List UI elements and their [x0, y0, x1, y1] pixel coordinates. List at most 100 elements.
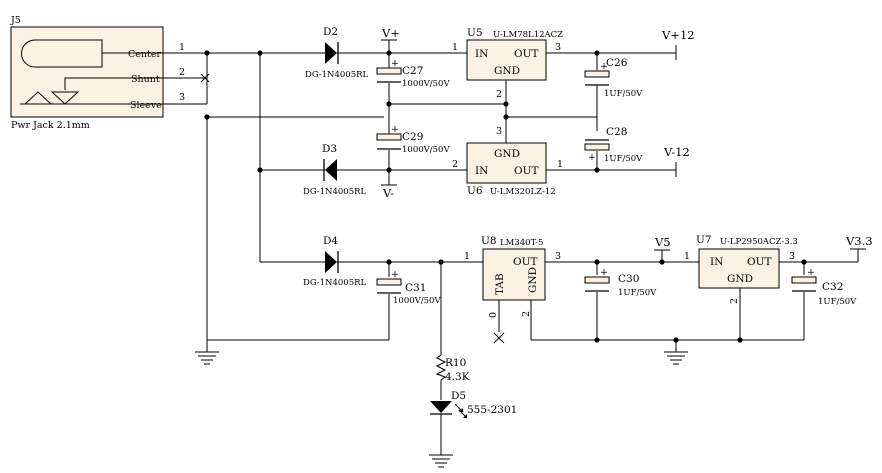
- diode-d4-value: DG-1N4005RL: [303, 278, 367, 288]
- regulator-u7-ref: U7: [696, 234, 712, 246]
- capacitor-c28-ref: C28: [606, 126, 627, 138]
- regulator-u8-pin-in: 1: [464, 251, 470, 262]
- resistor-r10-value: 4.3K: [445, 371, 470, 383]
- regulator-u8-gnd: GND: [527, 267, 539, 293]
- net-label-vplus: V+: [381, 26, 400, 40]
- connector-j5: J5 Pwr Jack 2.1mm Center Shunt Sleeve 1 …: [10, 15, 210, 131]
- diode-d4-symbol: [325, 251, 337, 273]
- diode-d3: D3 DG-1N4005RL: [303, 143, 367, 197]
- ground-symbol-3: [429, 454, 453, 468]
- capacitor-c30-ref: C30: [618, 273, 639, 285]
- regulator-u6-in: IN: [475, 165, 488, 177]
- regulator-u5-pin-in: 1: [452, 42, 458, 53]
- capacitor-c27: + C27 1000V/50V: [376, 58, 450, 89]
- capacitor-c28: + C28 1UF/50V: [584, 126, 643, 164]
- pin-num-2: 2: [179, 67, 185, 78]
- regulator-u6-gnd: GND: [494, 148, 520, 160]
- junction-dots: [204, 50, 807, 343]
- regulator-u7-out: OUT: [747, 256, 771, 268]
- capacitor-c28-value: 1UF/50V: [604, 154, 643, 164]
- svg-text:+: +: [391, 269, 399, 280]
- connector-body: [10, 26, 164, 118]
- net-labels: V+ V- V+12 V-12 V5 V3.3: [381, 26, 873, 251]
- svg-text:+: +: [807, 267, 815, 278]
- regulator-u8-out: OUT: [513, 256, 537, 268]
- diode-d2-symbol: [325, 42, 337, 64]
- capacitor-c32-value: 1UF/50V: [818, 297, 857, 307]
- regulator-u7-pin-in: 1: [684, 251, 690, 262]
- regulator-u8: U8 LM340T-5 OUT TAB GND 1 3 0 2: [464, 235, 561, 318]
- pin-label-sleeve: Sleeve: [130, 100, 162, 111]
- regulator-u7-body: [698, 248, 780, 289]
- diode-d4-ref: D4: [323, 235, 338, 247]
- svg-text:+: +: [391, 58, 399, 69]
- regulator-u6-ref: U6: [467, 185, 483, 197]
- diode-d3-symbol: [325, 159, 337, 181]
- capacitor-c30-value: 1UF/50V: [618, 288, 657, 298]
- regulator-u5: U5 U-LM78L12ACZ IN OUT GND 1 3 2: [452, 27, 563, 100]
- regulator-u6-pin-in: 2: [452, 159, 458, 170]
- regulator-u5-in: IN: [475, 48, 488, 60]
- net-label-v5: V5: [654, 235, 671, 249]
- regulator-u6-body: [466, 142, 547, 184]
- svg-text:+: +: [588, 152, 596, 163]
- capacitor-c31-value: 1000V/50V: [393, 296, 441, 306]
- connector-ref: J5: [10, 15, 21, 26]
- regulator-u5-body: [466, 39, 547, 81]
- led-d5: D5 555-2301: [430, 390, 517, 419]
- regulator-u6-pin-gnd: 3: [496, 126, 502, 137]
- capacitor-c27-value: 1000V/50V: [402, 79, 450, 89]
- pin-label-center: Center: [128, 49, 161, 60]
- diode-d3-ref: D3: [322, 143, 337, 155]
- diode-d3-value: DG-1N4005RL: [303, 187, 367, 197]
- pin-num-3: 3: [179, 92, 185, 103]
- capacitor-c26: + C26 1UF/50V: [584, 57, 643, 99]
- capacitor-c27-ref: C27: [402, 65, 423, 77]
- regulator-u7-gnd: GND: [727, 273, 753, 285]
- wires: [165, 40, 859, 455]
- regulator-u5-value: U-LM78L12ACZ: [493, 30, 563, 40]
- svg-text:+: +: [600, 61, 608, 72]
- net-label-v33: V3.3: [845, 234, 873, 248]
- diode-d2-value: DG-1N4005RL: [305, 70, 369, 80]
- capacitor-c26-value: 1UF/50V: [604, 89, 643, 99]
- resistor-r10-ref: R10: [445, 357, 466, 369]
- net-label-vminus: V-: [382, 186, 394, 200]
- led-d5-value: 555-2301: [467, 404, 517, 416]
- regulator-u8-value: LM340T-5: [500, 238, 543, 248]
- regulator-u7-in: IN: [710, 256, 723, 268]
- ground-symbol-2: [664, 351, 688, 365]
- pin-num-1: 1: [179, 42, 185, 53]
- regulator-u8-pin-tab: 0: [488, 312, 499, 318]
- ground-symbol-1: [195, 340, 219, 365]
- svg-text:+: +: [391, 124, 399, 135]
- capacitor-c31-ref: C31: [405, 282, 426, 294]
- diode-d2: D2 DG-1N4005RL: [305, 26, 369, 80]
- regulator-u7-pin-gnd: 2: [729, 298, 740, 304]
- regulator-u8-body: [482, 248, 546, 301]
- regulator-u7-pin-out: 3: [789, 251, 795, 262]
- svg-text:+: +: [600, 267, 608, 278]
- capacitor-c29-value: 1000V/50V: [402, 145, 450, 155]
- resistor-r10-symbol: [435, 354, 447, 381]
- regulator-u5-out: OUT: [514, 48, 538, 60]
- barrel-symbol: [21, 39, 103, 68]
- capacitor-c29: + C29 1000V/50V: [376, 124, 450, 155]
- led-d5-symbol: [430, 401, 452, 413]
- net-label-vm12: V-12: [663, 145, 690, 159]
- resistor-r10: R10 4.3K: [435, 354, 470, 383]
- regulator-u6-out: OUT: [514, 165, 538, 177]
- capacitor-c26-ref: C26: [606, 57, 628, 69]
- regulator-u5-pin-gnd: 2: [496, 89, 502, 100]
- diode-d4: D4 DG-1N4005RL: [303, 235, 367, 288]
- regulator-u5-ref: U5: [467, 27, 483, 39]
- regulator-u7-value: U-LP2950ACZ-3.3: [720, 237, 798, 247]
- capacitor-c32-ref: C32: [822, 281, 843, 293]
- capacitor-c31: + C31 1000V/50V: [376, 269, 441, 306]
- regulator-u8-pin-gnd: 2: [521, 311, 532, 317]
- pin-label-shunt: Shunt: [131, 74, 160, 85]
- connector-value: Pwr Jack 2.1mm: [11, 120, 90, 131]
- net-label-vp12: V+12: [661, 28, 695, 42]
- led-d5-ref: D5: [451, 390, 466, 402]
- capacitor-c32: + C32 1UF/50V: [791, 267, 857, 307]
